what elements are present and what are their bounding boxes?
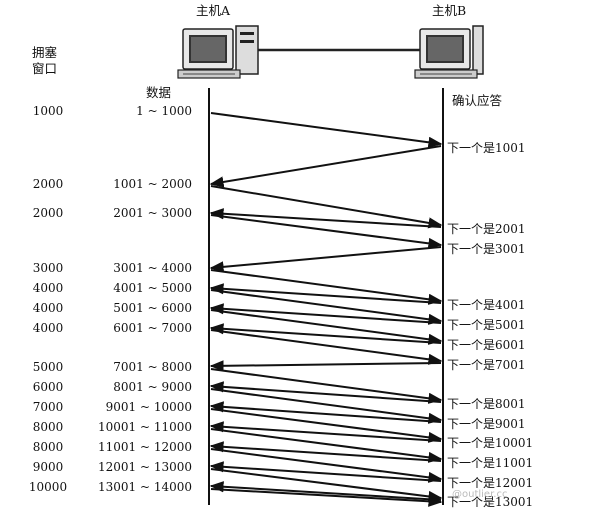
segment-range: 11001 ~ 12000 [97, 440, 192, 454]
data-segment-arrow [210, 329, 443, 365]
cwnd-value: 7000 [32, 400, 64, 414]
segment-range: 6001 ~ 7000 [113, 321, 192, 335]
cwnd-value: 8000 [32, 420, 64, 434]
ack-arrow [209, 303, 442, 324]
ack-arrow [209, 421, 442, 442]
data-segment-arrow [210, 289, 443, 325]
ack-label: 下一个是4001 [447, 298, 526, 312]
cwnd-value: 4000 [32, 301, 64, 315]
data-segment-arrow [210, 309, 443, 345]
ack-header: 确认应答 [452, 93, 503, 108]
data-header: 数据 [146, 85, 172, 100]
cwnd-value: 4000 [32, 321, 64, 335]
ack-arrow [209, 401, 442, 423]
ack-arrow [209, 441, 442, 462]
data-segment-arrow [210, 468, 443, 502]
data-segment-arrow [210, 368, 443, 404]
segment-range: 3001 ~ 4000 [113, 261, 192, 275]
cwnd-value: 6000 [32, 380, 64, 394]
segment-range: 1001 ~ 2000 [113, 177, 192, 191]
ack-arrow [209, 323, 442, 344]
ack-arrow [209, 381, 442, 403]
ack-arrow [209, 283, 442, 304]
data-segment-arrow [210, 488, 443, 507]
data-segment-arrow [210, 428, 443, 463]
cwnd-value: 2000 [32, 177, 64, 191]
ack-arrow [209, 208, 442, 228]
segment-range: 1 ~ 1000 [136, 104, 192, 118]
ack-label: 下一个是6001 [447, 338, 526, 352]
cwnd-value: 3000 [32, 261, 64, 275]
cwnd-value: 10000 [28, 480, 68, 494]
segment-range: 9001 ~ 10000 [105, 400, 192, 414]
ack-arrow [209, 360, 442, 372]
host-a-computer-icon [177, 25, 259, 79]
data-segment-arrow [210, 185, 443, 229]
ack-arrow [209, 461, 442, 482]
ack-label: 下一个是12001 [447, 476, 534, 490]
watermark: @outlier.cc [452, 489, 508, 500]
ack-arrow [209, 481, 442, 501]
ack-label: 下一个是2001 [447, 222, 526, 236]
ack-label: 下一个是3001 [447, 242, 526, 256]
segment-range: 8001 ~ 9000 [113, 380, 192, 394]
data-segment-arrow [210, 112, 443, 148]
segment-range: 13001 ~ 14000 [97, 480, 192, 494]
ack-label: 下一个是7001 [447, 358, 526, 372]
data-segment-arrow [210, 448, 443, 483]
ack-label: 下一个是13001 [447, 495, 534, 509]
ack-label: 下一个是10001 [447, 436, 534, 450]
segment-range: 2001 ~ 3000 [113, 206, 192, 220]
data-segment-arrow [210, 214, 443, 249]
host-b-label: 主机B [432, 3, 467, 18]
data-segment-arrow [210, 269, 443, 305]
segment-range: 10001 ~ 11000 [97, 420, 192, 434]
ack-label: 下一个是9001 [447, 417, 526, 431]
segment-range: 12001 ~ 13000 [97, 460, 192, 474]
ack-label: 下一个是8001 [447, 397, 526, 411]
ack-arrow [209, 246, 442, 273]
segment-range: 5001 ~ 6000 [113, 301, 192, 315]
ack-label: 下一个是11001 [447, 456, 534, 470]
segment-range: 4001 ~ 5000 [113, 281, 192, 295]
data-segment-arrow [210, 388, 443, 424]
host-a-label: 主机A [196, 3, 231, 18]
data-segment-arrow [210, 408, 443, 443]
cwnd-value: 4000 [32, 281, 64, 295]
host-b-computer-icon [414, 25, 484, 79]
cwnd-value: 2000 [32, 206, 64, 220]
cwnd-value: 5000 [32, 360, 64, 374]
segment-range: 7001 ~ 8000 [113, 360, 192, 374]
ack-label: 下一个是1001 [447, 141, 526, 155]
cwnd-value: 8000 [32, 440, 64, 454]
cwnd-value: 1000 [32, 104, 64, 118]
ack-label: 下一个是5001 [447, 318, 526, 332]
cwnd-header: 拥塞 窗口 [32, 45, 58, 76]
cwnd-value: 9000 [32, 460, 64, 474]
ack-arrow [209, 145, 442, 188]
